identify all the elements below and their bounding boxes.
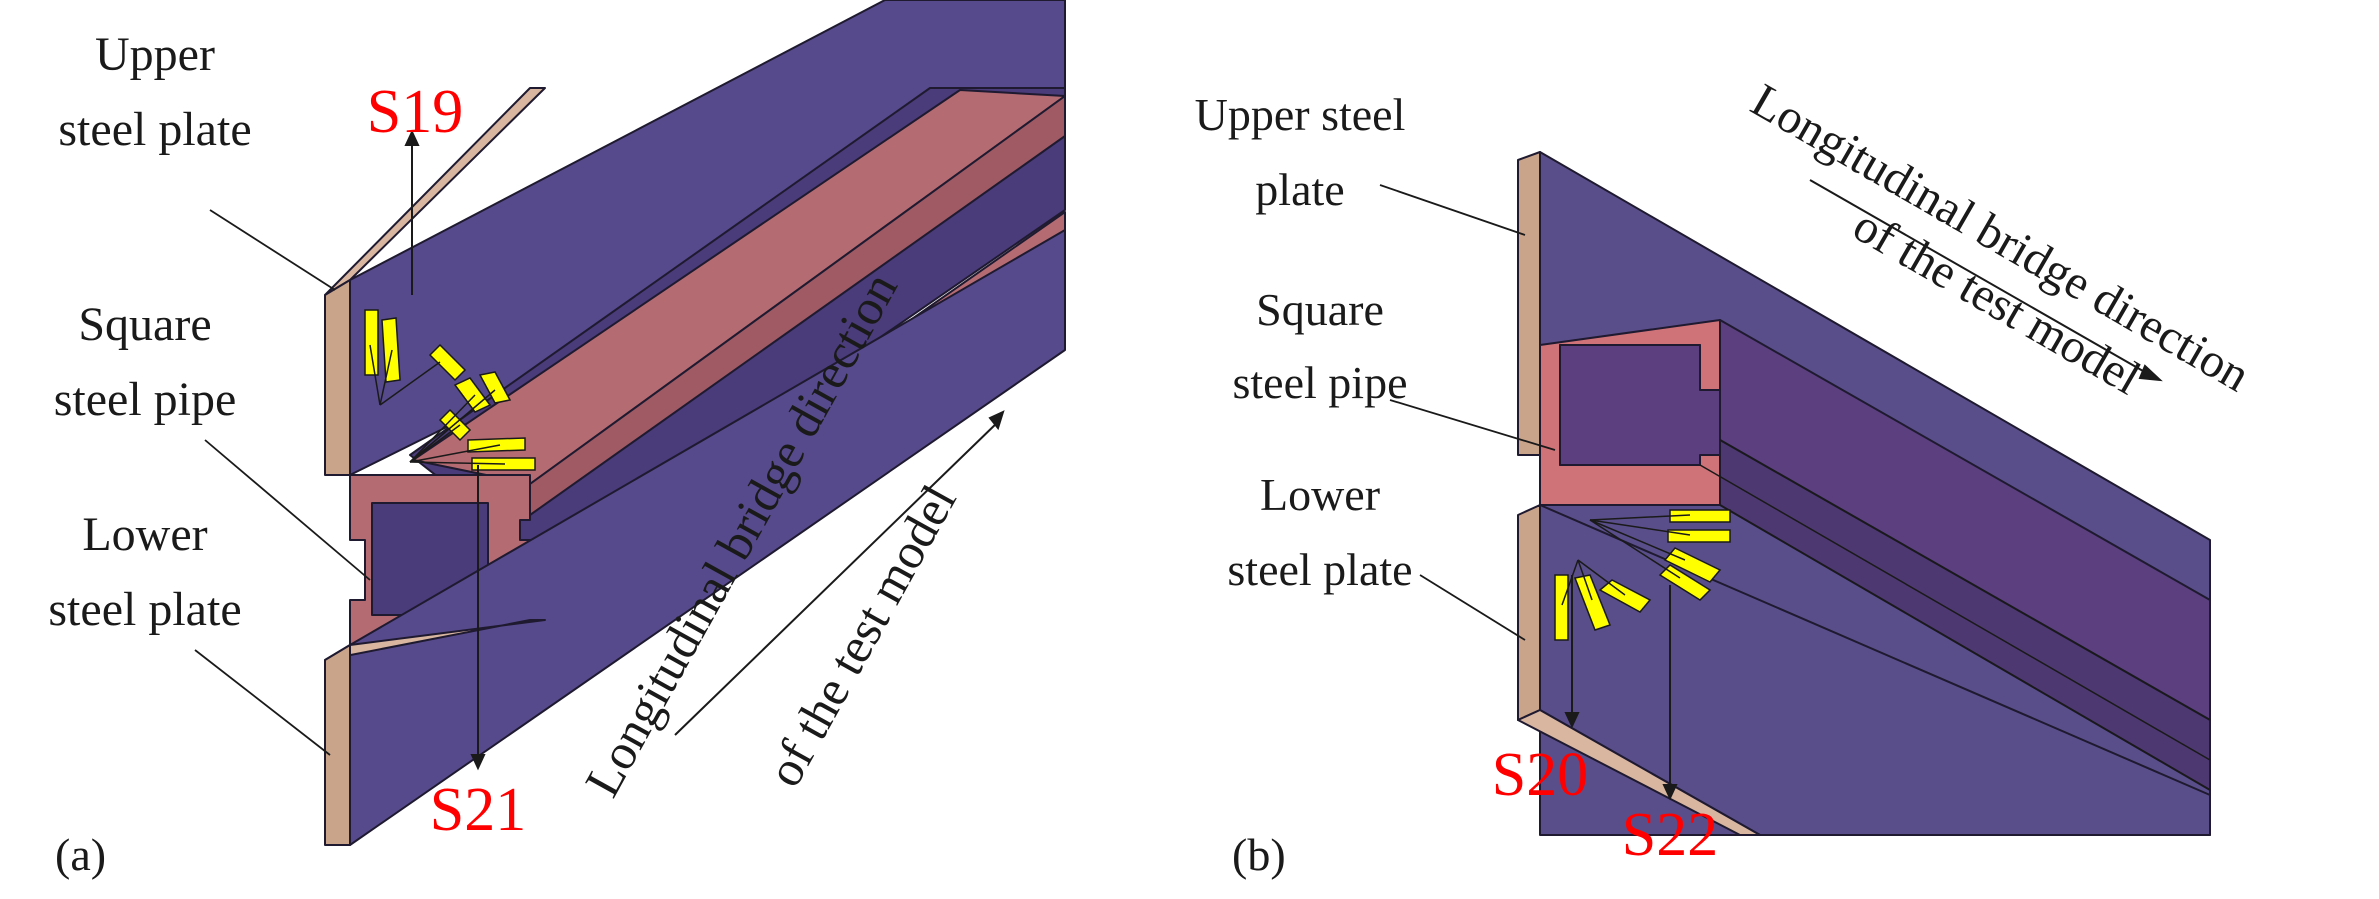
label-lower-b-line2: steel plate <box>1227 544 1412 595</box>
label-lower-b-line1: Lower <box>1260 469 1380 520</box>
label-upper-b-line1: Upper steel <box>1195 89 1406 140</box>
direction-arrow-a <box>674 410 1005 736</box>
pointer-arrows-a <box>404 129 486 771</box>
label-pipe-a-line1: Square <box>78 298 211 351</box>
panel-a: Upper steel plate Square steel pipe Lowe… <box>48 0 1066 880</box>
gauge-label-s21: S21 <box>430 776 526 844</box>
label-lower-a-line1: Lower <box>82 508 207 561</box>
leader-lines-a <box>194 209 371 756</box>
lower-steel-plate-a <box>324 229 1066 846</box>
internal-lines-b <box>1699 439 2211 791</box>
label-upper-a-line1: Upper <box>95 28 215 81</box>
label-upper-b-line2: plate <box>1255 164 1344 215</box>
gauge-b6 <box>1663 547 1722 583</box>
leader-lines-b <box>1379 184 1556 641</box>
gauge-label-s20: S20 <box>1492 741 1588 809</box>
label-pipe-b-line2: steel pipe <box>1233 357 1408 408</box>
strain-gauges-b <box>1554 509 1731 641</box>
panel-tag-b: (b) <box>1232 829 1286 880</box>
pointer-arrows-b <box>1564 575 1678 801</box>
panel-tag-a: (a) <box>55 829 106 880</box>
gauge-b3 <box>1598 579 1652 613</box>
strain-gauges-a <box>364 309 536 471</box>
gauge-a2 <box>381 317 401 383</box>
label-pipe-b-line1: Square <box>1256 284 1384 335</box>
gauge-b2 <box>1573 574 1611 631</box>
gauge-label-s22: S22 <box>1622 801 1718 869</box>
gauge-a4 <box>438 408 472 442</box>
gauge-a3 <box>428 343 467 382</box>
panel-b: Upper steel plate Square steel pipe Lowe… <box>1195 74 2259 880</box>
label-pipe-a-line2: steel pipe <box>54 373 237 426</box>
lower-steel-plate-b <box>1517 504 2211 836</box>
gauge-b4 <box>1669 509 1731 523</box>
gauge-label-s19: S19 <box>367 78 463 146</box>
gauge-b1 <box>1554 574 1569 641</box>
gauge-b5 <box>1667 529 1731 543</box>
direction-arrow-b <box>1809 179 2163 382</box>
label-lower-a-line2: steel plate <box>48 583 241 636</box>
square-steel-pipe-b <box>1539 319 2211 791</box>
gauge-a5 <box>453 377 492 413</box>
gauge-a1 <box>364 309 379 376</box>
label-upper-a-line2: steel plate <box>58 103 251 156</box>
